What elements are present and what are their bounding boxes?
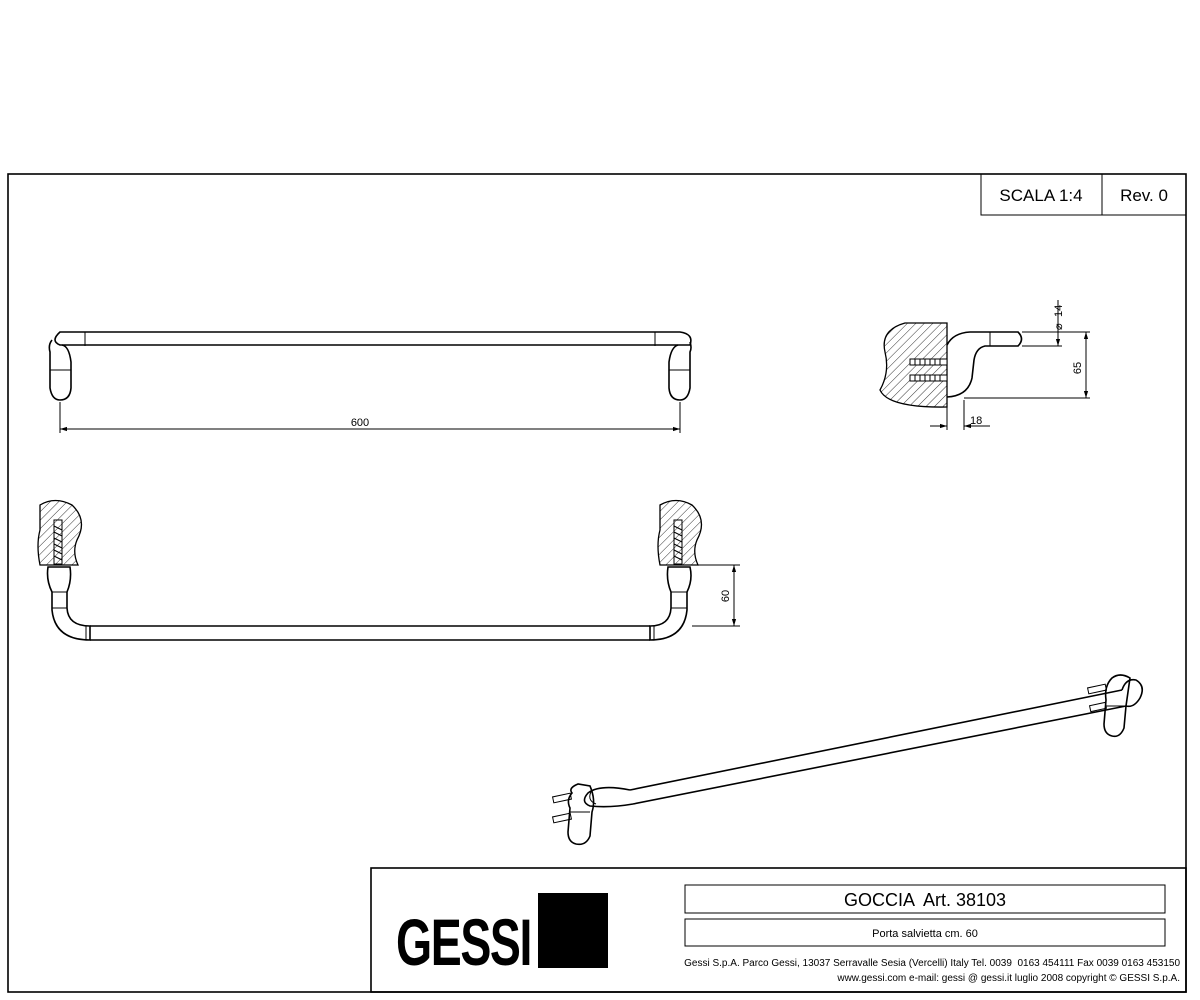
- dimension-projection: 65: [1072, 362, 1084, 374]
- gessi-logo-square: [538, 893, 608, 968]
- title-block: GESSI GOCCIA Art. 38103 Porta salvietta …: [370, 867, 1187, 993]
- product-title: GOCCIA Art. 38103: [844, 890, 1006, 910]
- front-view: 600: [48, 331, 692, 433]
- company-contact: www.gessi.com e-mail: gessi @ gessi.it l…: [836, 973, 1180, 984]
- sheet-border: [7, 173, 1187, 993]
- scale-revision-box: SCALA 1:4 Rev. 0: [980, 173, 1187, 216]
- company-address: Gessi S.p.A. Parco Gessi, 13037 Serraval…: [684, 958, 1180, 969]
- scale-label: SCALA 1:4: [999, 186, 1082, 205]
- dimension-base-depth: 18: [970, 415, 982, 427]
- isometric-view: [551, 674, 1144, 846]
- dimension-length: 600: [351, 417, 369, 429]
- product-description: Porta salvietta cm. 60: [872, 928, 978, 940]
- dimension-height: 60: [720, 590, 732, 602]
- revision-label: Rev. 0: [1120, 186, 1168, 205]
- top-view: 60: [37, 499, 740, 641]
- side-view: ⌀ 14 65 18: [879, 300, 1090, 430]
- gessi-logo: GESSI: [396, 905, 531, 979]
- dimension-diameter-symbol: ⌀: [1053, 323, 1065, 330]
- dimension-diameter: 14: [1053, 305, 1065, 317]
